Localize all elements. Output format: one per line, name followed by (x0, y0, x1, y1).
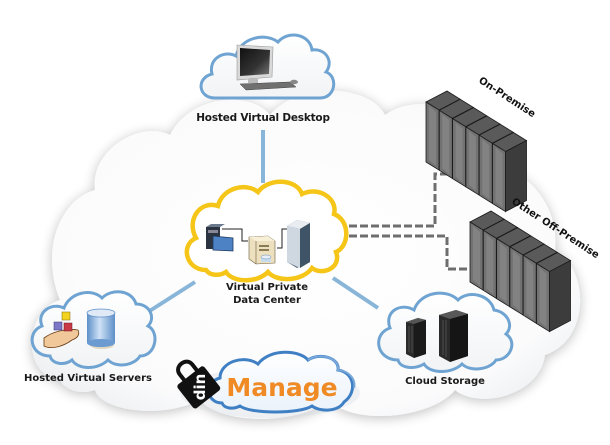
server-cabinet (482, 218, 519, 300)
hosted-virtual-desktop-node (199, 33, 336, 100)
server-cabinet (451, 107, 488, 188)
hosted-virtual-desktop-label: Hosted Virtual Desktop (196, 112, 330, 124)
connector-vpdc-to-storage (331, 276, 380, 310)
padlock-icon: din (176, 359, 221, 409)
desktop-computer-icon (236, 44, 298, 91)
manage-logo: din Manage (176, 350, 360, 418)
server-cabinet (469, 210, 505, 291)
other-off-premise-rack-array (469, 210, 572, 333)
dashed-line-off-premise (349, 234, 468, 271)
cloud-storage-label: Cloud Storage (405, 376, 485, 387)
manage-brand-text: Manage (226, 373, 337, 402)
server-cabinet (478, 123, 515, 204)
hosted-virtual-servers-label: Hosted Virtual Servers (24, 373, 152, 384)
on-premise-rack-array (425, 90, 528, 213)
lock-text: din (191, 374, 209, 401)
server-network-icon (206, 220, 310, 268)
virtual-private-data-center-node (184, 179, 349, 283)
server-cabinet (535, 252, 572, 333)
vpdc-label-line1: Virtual Private (226, 282, 308, 293)
connector-vpdc-to-servers (146, 280, 197, 314)
server-cabinet (495, 227, 532, 308)
server-rack-icon (406, 310, 468, 362)
vpdc-label-line2: Data Center (233, 295, 301, 306)
connector-lines (146, 130, 380, 314)
hosted-virtual-servers-node (30, 290, 157, 369)
database-hand-icon (43, 308, 116, 349)
on-premise-label: On-Premise (476, 75, 537, 120)
server-cabinet (491, 132, 528, 213)
server-cabinet (425, 90, 461, 171)
cloud-storage-node (377, 291, 514, 373)
